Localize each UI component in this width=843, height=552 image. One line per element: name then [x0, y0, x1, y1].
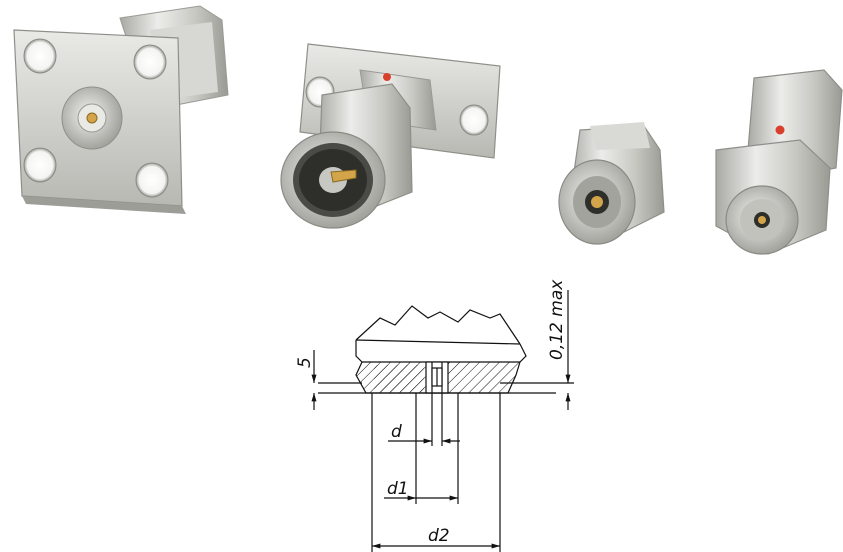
dim-d1-label: d1 [387, 479, 409, 499]
square-flange-connector-icon [13, 5, 229, 214]
female-adapter-connector-icon [558, 122, 665, 245]
hex-body-female-connector-icon [715, 69, 843, 255]
dim-d-label: d [391, 422, 402, 442]
two-hole-flange-male-connector-icon [280, 43, 501, 229]
dim-gap-label: 0,12 max [547, 279, 567, 360]
dimension-drawing [311, 290, 574, 552]
dim-recess-label: 5 [295, 357, 315, 368]
dim-d2-label: d2 [428, 526, 450, 546]
